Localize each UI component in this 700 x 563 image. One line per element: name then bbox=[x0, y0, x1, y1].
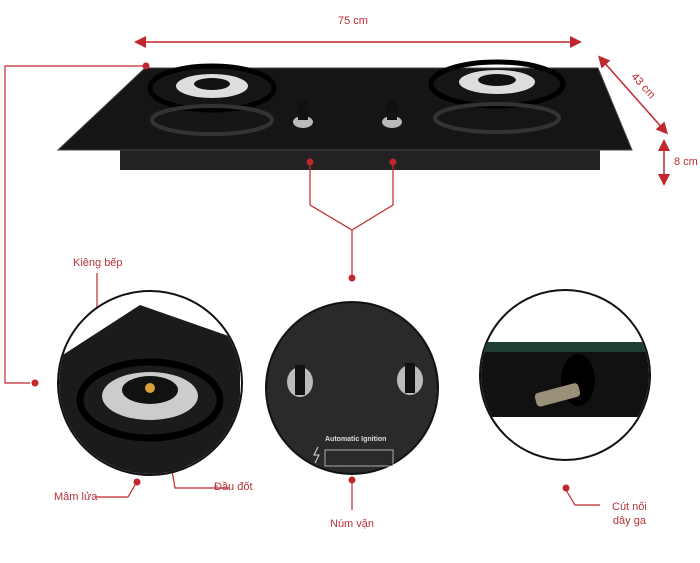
grate-label: Kiêng bếp bbox=[73, 257, 123, 269]
knob-label: Núm vặn bbox=[330, 518, 375, 530]
width-label: 75 cm bbox=[338, 15, 368, 27]
gas-connector-label: Cút nối dây ga bbox=[612, 500, 647, 528]
gas-connector-label-line1: Cút nối bbox=[612, 501, 647, 513]
knobs bbox=[293, 100, 402, 128]
automatic-ignition-text: Automatic Ignition bbox=[325, 436, 387, 443]
knob-detail-circle bbox=[265, 301, 439, 475]
gas-connector-label-line2: dây ga bbox=[612, 515, 646, 527]
gas-stove bbox=[56, 59, 633, 170]
burner-detail-circle bbox=[57, 290, 243, 476]
depth-dimension-line bbox=[598, 55, 668, 135]
height-label: 8 cm bbox=[674, 156, 698, 168]
gas-connector-detail-circle bbox=[479, 289, 651, 461]
right-burner bbox=[428, 59, 566, 134]
burner-cap-label: Mâm lửa bbox=[54, 491, 98, 503]
burner-head-label: Đầu đốt bbox=[214, 481, 253, 493]
left-burner bbox=[147, 63, 277, 136]
